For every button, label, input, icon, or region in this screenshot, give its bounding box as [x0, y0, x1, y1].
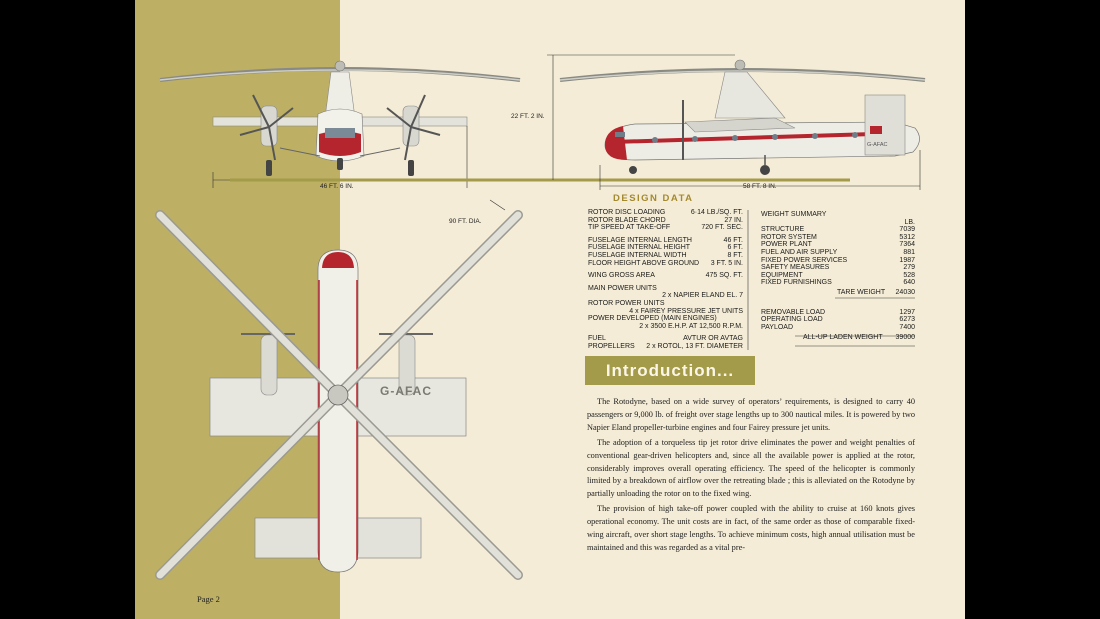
front-span-label: 46 FT. 6 IN.: [320, 183, 354, 190]
plan-view-drawing: [155, 199, 523, 580]
weight-value: 6273: [899, 316, 915, 324]
spec-value: 475 SQ. FT.: [705, 272, 743, 280]
spec-label: MAIN POWER UNITS: [588, 284, 657, 292]
spec-row: FLOOR HEIGHT ABOVE GROUND 3 FT. 5 IN.: [588, 260, 743, 268]
weight-unit: LB.: [904, 218, 915, 226]
registration-side-label: G-AFAC: [867, 142, 888, 148]
side-height-label: 22 FT. 2 IN.: [511, 113, 545, 120]
weight-row: POWER PLANT 7364: [761, 241, 915, 249]
side-view-drawing: [547, 54, 926, 190]
weight-row: FIXED POWER SERVICES 1987: [761, 257, 915, 265]
weight-row: ROTOR SYSTEM 5312: [761, 234, 915, 242]
weight-label: REMOVABLE LOAD: [761, 308, 826, 316]
weight-row: EQUIPMENT 528: [761, 272, 915, 280]
weight-row: PAYLOAD 7400: [761, 324, 915, 332]
tare-weight-row: TARE WEIGHT 24030: [761, 289, 915, 297]
weight-value: 7039: [899, 226, 915, 234]
tare-weight-label: TARE WEIGHT: [837, 288, 886, 296]
spec-row: ROTOR DISC LOADING 6·14 LB./SQ. FT.: [588, 209, 743, 217]
weight-label: FIXED FURNISHINGS: [761, 279, 832, 287]
laden-weight-row: ALL-UP LADEN WEIGHT 39000: [761, 334, 915, 342]
spec-value: 3 FT. 5 IN.: [710, 259, 743, 267]
spec-row: FUEL AVTUR OR AVTAG: [588, 335, 743, 343]
design-data-table: ROTOR DISC LOADING 6·14 LB./SQ. FT. ROTOR…: [588, 209, 743, 351]
spec-value: 2 x NAPIER ELAND EL. 7: [662, 292, 743, 300]
weight-label: FUEL AND AIR SUPPLY: [761, 248, 838, 256]
weight-value: 7400: [899, 323, 915, 331]
side-length-label: 58 FT. 8 IN.: [743, 183, 777, 190]
weight-summary-title: WEIGHT SUMMARY: [761, 211, 827, 218]
intro-paragraph: The provision of high take-off power cou…: [587, 504, 915, 552]
laden-weight-label: ALL-UP LADEN WEIGHT: [803, 334, 883, 342]
spec-row: FUSELAGE INTERNAL HEIGHT 6 FT.: [588, 244, 743, 252]
front-view-drawing: [159, 60, 521, 188]
weight-value: 1987: [899, 256, 915, 264]
weight-value: 1297: [899, 308, 915, 316]
spec-label: FLOOR HEIGHT ABOVE GROUND: [588, 259, 700, 267]
weight-row: FIXED FURNISHINGS 640: [761, 279, 915, 287]
registration-plan-label: G-AFAC: [380, 384, 432, 398]
spec-value: 6 FT.: [727, 244, 743, 252]
weight-value: 279: [903, 264, 915, 272]
spec-value: 2 x 3500 E.H.P. AT 12,500 R.P.M.: [639, 322, 743, 330]
spec-row: WING GROSS AREA 475 SQ. FT.: [588, 272, 743, 280]
spec-label: WING GROSS AREA: [588, 272, 655, 280]
spec-value: 6·14 LB./SQ. FT.: [690, 209, 743, 216]
rotodyne-drawings: [155, 54, 926, 580]
spec-row: FUSELAGE INTERNAL WIDTH 8 FT.: [588, 252, 743, 260]
spec-value: 46 FT.: [723, 236, 743, 244]
spec-label: PROPELLERS: [588, 342, 635, 350]
weight-value: 7364: [899, 241, 915, 249]
weight-value: 528: [903, 271, 915, 279]
spec-value: AVTUR OR AVTAG: [683, 335, 743, 343]
spec-value: 720 FT. SEC.: [701, 224, 743, 232]
intro-paragraph: The Rotodyne, based on a wide survey of …: [587, 397, 915, 432]
tare-weight-value: 24030: [895, 288, 915, 296]
laden-weight-value: 39000: [895, 334, 915, 342]
olive-side-panel: [135, 0, 340, 619]
weight-label: EQUIPMENT: [761, 271, 803, 279]
weight-row: OPERATING LOAD 6273: [761, 316, 915, 324]
spec-label: TIP SPEED AT TAKE-OFF: [588, 224, 671, 232]
weight-row: STRUCTURE 7039: [761, 226, 915, 234]
spec-label: ROTOR BLADE CHORD: [588, 216, 666, 224]
weight-row: SAFETY MEASURES 279: [761, 264, 915, 272]
introduction-body: The Rotodyne, based on a wide survey of …: [587, 396, 915, 557]
spec-label: FUSELAGE INTERNAL LENGTH: [588, 236, 692, 244]
spec-label: POWER DEVELOPED (MAIN ENGINES): [588, 315, 717, 323]
weight-row: FUEL AND AIR SUPPLY 881: [761, 249, 915, 257]
weight-label: PAYLOAD: [761, 323, 794, 331]
spec-label: FUSELAGE INTERNAL HEIGHT: [588, 244, 691, 252]
spec-row: TIP SPEED AT TAKE-OFF 720 FT. SEC.: [588, 224, 743, 232]
weight-label: STRUCTURE: [761, 226, 805, 234]
spec-label: FUEL: [588, 335, 606, 343]
weight-summary-table: WEIGHT SUMMARY LB. STRUCTURE 7039 ROTOR S…: [761, 211, 915, 342]
weight-label: OPERATING LOAD: [761, 316, 823, 324]
design-data-title: DESIGN DATA: [613, 193, 694, 204]
page-number: Page 2: [197, 594, 220, 604]
brochure-page: G-AFAC G-AFAC 46 FT. 6 IN. 22 FT. 2 IN. …: [135, 0, 965, 619]
spec-label: ROTOR DISC LOADING: [588, 209, 666, 216]
spec-label: ROTOR POWER UNITS: [588, 299, 665, 307]
spec-value: 27 IN.: [724, 216, 743, 224]
intro-paragraph: The adoption of a torqueless tip jet rot…: [587, 437, 915, 499]
spec-value: 8 FT.: [727, 251, 743, 259]
spec-value: 2 x ROTOL, 13 FT. DIAMETER: [646, 342, 743, 350]
spec-value: 4 x FAIREY PRESSURE JET UNITS: [629, 307, 743, 315]
spec-label: FUSELAGE INTERNAL WIDTH: [588, 251, 687, 259]
weight-value: 881: [903, 248, 915, 256]
introduction-heading: Introduction...: [585, 356, 755, 385]
weight-label: SAFETY MEASURES: [761, 264, 830, 272]
weight-label: ROTOR SYSTEM: [761, 233, 817, 241]
spec-row: PROPELLERS 2 x ROTOL, 13 FT. DIAMETER: [588, 343, 743, 351]
weight-value: 640: [903, 279, 915, 287]
weight-label: FIXED POWER SERVICES: [761, 256, 848, 264]
weight-value: 5312: [899, 233, 915, 241]
rotor-diameter-label: 90 FT. DIA.: [449, 218, 482, 225]
weight-label: POWER PLANT: [761, 241, 812, 249]
spec-row: FUSELAGE INTERNAL LENGTH 46 FT.: [588, 237, 743, 245]
weight-row: REMOVABLE LOAD 1297: [761, 309, 915, 317]
spec-row: ROTOR BLADE CHORD 27 IN.: [588, 217, 743, 225]
